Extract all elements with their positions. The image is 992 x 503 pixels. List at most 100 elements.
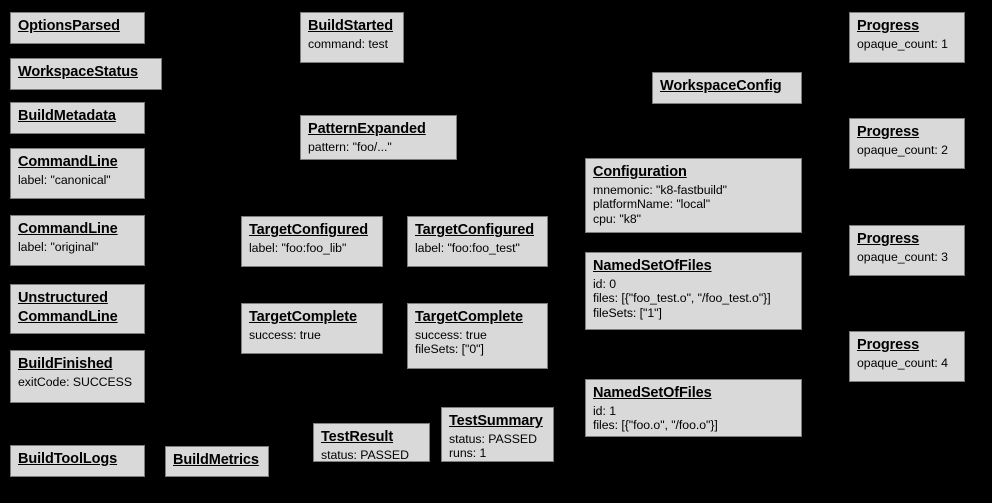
event-node-target-complete-lib[interactable]: TargetComplete success: true: [241, 303, 383, 354]
event-node-fields: success: true: [249, 328, 376, 343]
event-node-field: status: PASSED: [321, 447, 409, 462]
event-node-title-line: OptionsParsed: [18, 18, 120, 34]
event-node-command-line-original[interactable]: CommandLine label: "original": [10, 215, 145, 266]
event-node-command-line-canonical[interactable]: CommandLine label: "canonical": [10, 148, 145, 199]
event-node-title: WorkspaceStatus: [18, 63, 155, 82]
event-node-title: CommandLine: [18, 153, 138, 172]
event-node-title: BuildFinished: [18, 355, 138, 374]
event-node-title: NamedSetOfFiles: [593, 384, 795, 403]
event-node-title: Progress: [857, 336, 958, 355]
event-node-title-line: Unstructured: [18, 290, 108, 306]
event-node-progress-2[interactable]: Progress opaque_count: 2: [849, 118, 965, 169]
event-node-title-line: CommandLine: [18, 308, 118, 325]
event-node-pattern-expanded[interactable]: PatternExpanded pattern: "foo/...": [300, 115, 457, 160]
event-node-field: success: true: [415, 327, 487, 342]
event-node-options-parsed[interactable]: OptionsParsed: [10, 12, 145, 44]
event-node-field: id: 1: [593, 403, 616, 418]
event-node-title-line: NamedSetOfFiles: [593, 258, 712, 274]
event-node-title-line: Configuration: [593, 164, 687, 180]
event-node-title-line: BuildFinished: [18, 356, 113, 372]
event-node-build-started[interactable]: BuildStarted command: test: [300, 12, 404, 63]
event-node-title-line: TargetConfigured: [415, 222, 534, 238]
event-node-field: label: "canonical": [18, 172, 111, 187]
event-node-build-tool-logs[interactable]: BuildToolLogs: [10, 445, 145, 477]
event-node-workspace-config[interactable]: WorkspaceConfig: [652, 72, 802, 104]
event-node-fields: label: "foo:foo_test": [415, 241, 541, 256]
event-node-title-line: BuildStarted: [308, 18, 394, 34]
event-node-title: Progress: [857, 123, 958, 142]
event-node-fields: opaque_count: 2: [857, 143, 958, 158]
event-node-field: opaque_count: 2: [857, 142, 948, 157]
event-node-field: label: "original": [18, 239, 99, 254]
event-node-fields: label: "foo:foo_lib": [249, 241, 376, 256]
event-node-fields: status: PASSED: [321, 448, 423, 463]
event-node-title: Progress: [857, 17, 958, 36]
event-node-field: opaque_count: 3: [857, 249, 948, 264]
event-node-target-configured-lib[interactable]: TargetConfigured label: "foo:foo_lib": [241, 216, 383, 267]
event-node-title: BuildMetadata: [18, 107, 138, 126]
event-node-title-line: Progress: [857, 231, 920, 247]
event-node-fields: opaque_count: 1: [857, 37, 958, 52]
event-node-title: TargetConfigured: [249, 221, 376, 240]
event-node-title: BuildMetrics: [173, 451, 262, 470]
event-node-title: TargetConfigured: [415, 221, 541, 240]
event-node-field: opaque_count: 1: [857, 36, 948, 51]
event-node-workspace-status[interactable]: WorkspaceStatus: [10, 58, 162, 90]
event-node-title-line: Progress: [857, 124, 920, 140]
event-node-field: success: true: [249, 327, 321, 342]
event-node-field: mnemonic: "k8-fastbuild": [593, 182, 727, 197]
event-node-title: Progress: [857, 230, 958, 249]
event-node-progress-3[interactable]: Progress opaque_count: 3: [849, 225, 965, 276]
event-node-title: TestResult: [321, 428, 423, 447]
event-node-fields: pattern: "foo/...": [308, 140, 450, 155]
event-node-field: fileSets: ["0"]: [415, 342, 484, 357]
event-node-field: fileSets: ["1"]: [593, 305, 662, 320]
event-node-title-line: TestResult: [321, 429, 394, 445]
event-node-field: files: [{"foo_test.o", "/foo_test.o"}]: [593, 291, 771, 306]
event-node-title-line: CommandLine: [18, 221, 118, 237]
event-node-build-metrics[interactable]: BuildMetrics: [165, 446, 269, 477]
event-node-target-configured-test[interactable]: TargetConfigured label: "foo:foo_test": [407, 216, 548, 267]
event-node-title-line: CommandLine: [18, 154, 118, 170]
event-node-title-line: Progress: [857, 337, 920, 353]
event-node-field: runs: 1: [449, 446, 487, 461]
event-node-title-line: BuildMetadata: [18, 108, 116, 124]
event-node-configuration[interactable]: Configuration mnemonic: "k8-fastbuild"pla…: [585, 158, 802, 233]
event-node-title-line: PatternExpanded: [308, 121, 426, 137]
event-node-title: BuildStarted: [308, 17, 397, 36]
event-node-fields: command: test: [308, 37, 397, 52]
event-node-title: OptionsParsed: [18, 17, 138, 36]
event-node-title: PatternExpanded: [308, 120, 450, 139]
event-node-field: command: test: [308, 36, 388, 51]
event-node-title-line: TargetConfigured: [249, 222, 368, 238]
event-node-field: files: [{"foo.o", "/foo.o"}]: [593, 418, 718, 433]
event-node-fields: mnemonic: "k8-fastbuild"platformName: "l…: [593, 183, 795, 227]
event-node-title-line: WorkspaceConfig: [660, 78, 782, 94]
event-node-build-metadata[interactable]: BuildMetadata: [10, 102, 145, 134]
event-node-field: pattern: "foo/...": [308, 139, 392, 154]
event-node-title-line: WorkspaceStatus: [18, 64, 138, 80]
event-node-test-result[interactable]: TestResult status: PASSED: [313, 423, 430, 462]
event-node-title: TargetComplete: [249, 308, 376, 327]
event-node-title-line: TargetComplete: [249, 309, 357, 325]
event-node-title: CommandLine: [18, 220, 138, 239]
event-node-title: NamedSetOfFiles: [593, 257, 795, 276]
event-node-title: WorkspaceConfig: [660, 77, 795, 96]
event-node-title: BuildToolLogs: [18, 450, 138, 469]
event-node-title: TargetComplete: [415, 308, 541, 327]
event-node-title-line: TestSummary: [449, 413, 543, 429]
